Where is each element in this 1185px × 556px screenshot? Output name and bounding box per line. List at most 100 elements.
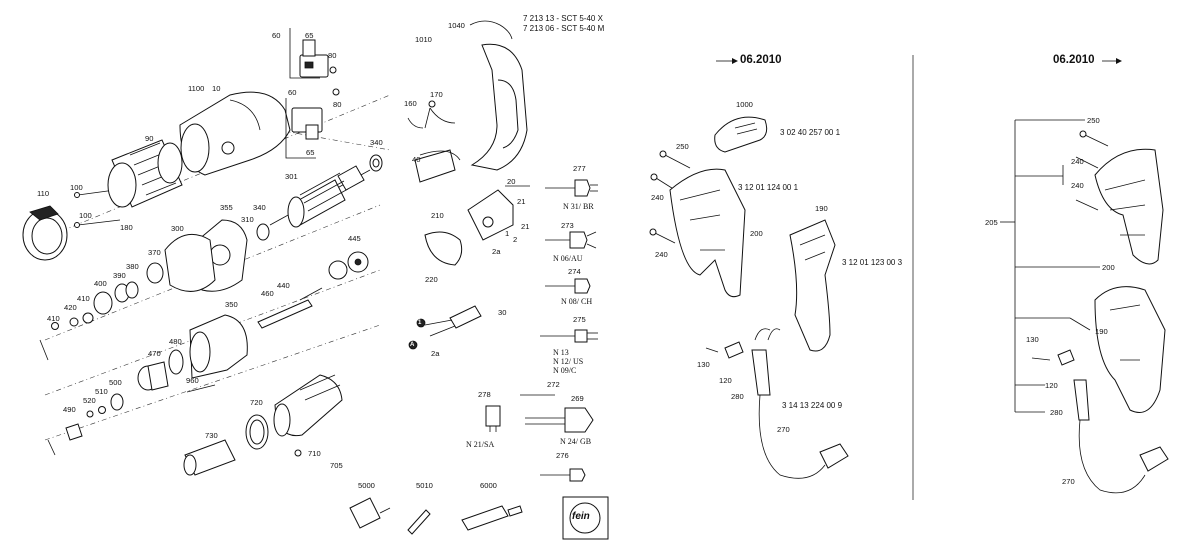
right-part-280-270-cable <box>1073 379 1169 494</box>
label-part-65-upper: 65 <box>305 31 314 40</box>
label-mid-240-lower: 240 <box>655 250 668 259</box>
right-part-200-shell <box>1094 148 1164 265</box>
label-acc-6000: 6000 <box>480 481 497 490</box>
label-part-300: 300 <box>171 224 184 233</box>
variant-n08: N 08/ CH <box>561 297 593 306</box>
label-mid-240-upper: 240 <box>651 193 664 202</box>
variant-n21: N 21/SA <box>466 440 495 449</box>
plug-278 <box>485 405 501 432</box>
part-10-housing <box>179 91 291 176</box>
label-part-500: 500 <box>109 378 122 387</box>
mid-part-190-shell-right <box>789 219 836 352</box>
label-part-65-lower: 65 <box>306 148 315 157</box>
order-number-shell-right: 3 12 01 123 00 3 <box>842 258 903 267</box>
plug-273 <box>545 231 597 249</box>
part-90-stator <box>107 139 183 208</box>
label-part-720: 720 <box>250 398 263 407</box>
label-part-380: 380 <box>126 262 139 271</box>
label-part-480: 480 <box>169 337 182 346</box>
label-plug-274: 274 <box>568 267 581 276</box>
part-440-spindle <box>257 287 323 329</box>
label-part-510: 510 <box>95 387 108 396</box>
part-210-cover <box>424 231 463 266</box>
label-part-445: 445 <box>348 234 361 243</box>
label-part-60-upper: 60 <box>272 31 281 40</box>
label-part-400: 400 <box>94 279 107 288</box>
label-part-460: 460 <box>261 289 274 298</box>
part-40-switch <box>414 149 461 183</box>
part-60-brush-holder-upper <box>289 28 329 79</box>
label-right-205: 205 <box>985 218 998 227</box>
label-part-80-upper: 80 <box>328 51 337 60</box>
part-1010-belt-clip <box>469 20 528 171</box>
fein-logo-text: fein <box>572 511 590 522</box>
mid-part-280-270-cable <box>751 328 849 479</box>
label-right-240-upper: 240 <box>1071 157 1084 166</box>
label-part-100-upper: 100 <box>70 183 83 192</box>
plug-274 <box>545 278 591 294</box>
label-part-110: 110 <box>37 189 50 198</box>
label-right-250: 250 <box>1087 116 1100 125</box>
label-part-301: 301 <box>285 172 298 181</box>
label-part-1010: 1010 <box>415 35 432 44</box>
label-part-1: 1 <box>505 229 510 238</box>
label-part-1-circled: 1 <box>418 320 422 326</box>
label-part-A: A <box>410 342 415 348</box>
label-part-340-lower: 340 <box>253 203 266 212</box>
accessory-5000 <box>349 497 391 529</box>
label-part-180: 180 <box>120 223 133 232</box>
label-part-490: 490 <box>63 405 76 414</box>
part-80-screws <box>329 66 340 96</box>
order-number-cable: 3 14 13 224 00 9 <box>782 401 843 410</box>
part-710-ring <box>294 449 302 457</box>
label-plug-275: 275 <box>573 315 586 324</box>
part-301-armature <box>269 165 371 228</box>
label-part-10: 10 <box>212 84 221 93</box>
variant-n24: N 24/ GB <box>560 437 592 446</box>
label-part-40: 40 <box>412 155 421 164</box>
label-part-340-upper: 340 <box>370 138 383 147</box>
part-row-gears <box>51 262 164 330</box>
label-part-170: 170 <box>430 90 443 99</box>
plug-277 <box>545 179 598 197</box>
label-part-520: 520 <box>83 396 96 405</box>
plug-276 <box>540 468 586 482</box>
variant-n06: N 06/AU <box>553 254 583 263</box>
label-part-1040: 1040 <box>448 21 465 30</box>
accessory-5010 <box>407 509 431 535</box>
part-480-ring <box>168 349 184 375</box>
label-plug-272: 272 <box>547 380 560 389</box>
label-part-420: 420 <box>64 303 77 312</box>
mid-part-240-screws <box>649 173 676 244</box>
label-mid-270: 270 <box>777 425 790 434</box>
label-part-210: 210 <box>431 211 444 220</box>
label-part-90: 90 <box>145 134 154 143</box>
label-part-370: 370 <box>148 248 161 257</box>
label-part-60-lower: 60 <box>288 88 297 97</box>
label-part-160: 160 <box>404 99 417 108</box>
label-part-21-upper: 21 <box>517 197 526 206</box>
label-part-30: 30 <box>498 308 507 317</box>
label-right-280: 280 <box>1050 408 1063 417</box>
right-part-190-grip <box>1094 286 1166 413</box>
label-mid-1000: 1000 <box>736 100 753 109</box>
label-part-80-lower: 80 <box>333 100 342 109</box>
label-right-270: 270 <box>1062 477 1075 486</box>
label-part-960: 960 <box>186 376 199 385</box>
part-300-gasket <box>164 233 216 292</box>
model-line-2: 7 213 06 - SCT 5-40 M <box>523 24 605 33</box>
plug-275 <box>540 329 598 343</box>
label-part-410-upper: 410 <box>77 294 90 303</box>
part-340-bearing <box>256 154 383 241</box>
part-60-brush-holder-lower <box>285 98 323 159</box>
label-part-20: 20 <box>507 177 516 186</box>
label-mid-250: 250 <box>676 142 689 151</box>
label-right-200: 200 <box>1102 263 1115 272</box>
label-mid-190: 190 <box>815 204 828 213</box>
label-plug-277: 277 <box>573 164 586 173</box>
fein-logo <box>562 496 609 540</box>
mid-part-120-clamp <box>724 341 744 359</box>
mid-part-1000-cap <box>714 116 768 153</box>
model-line-1: 7 213 13 - SCT 5-40 X <box>523 14 603 23</box>
variant-n09: N 09/C <box>553 366 577 375</box>
